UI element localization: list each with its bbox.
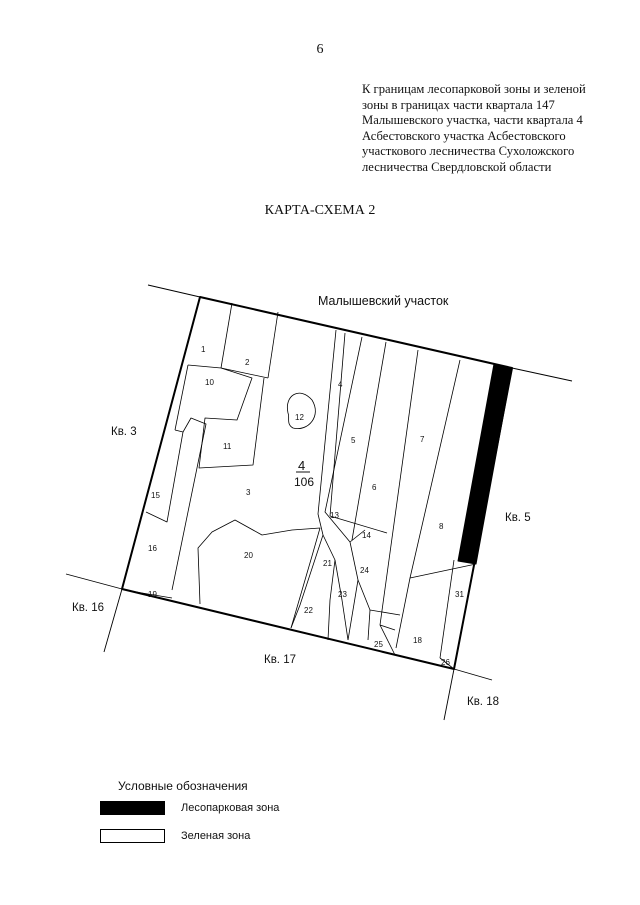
page-number: 6 — [316, 42, 324, 57]
boundary-line — [443, 668, 455, 721]
neighbor-label-kv5: Кв. 5 — [505, 512, 531, 524]
legend-swatch-forest-zone — [100, 801, 165, 815]
neighbor-label-kv16: Кв. 16 — [72, 602, 104, 614]
parcel-label: 7 — [420, 435, 425, 444]
parcel-label: 26 — [441, 658, 450, 667]
parcel-label: 24 — [360, 566, 369, 575]
district-label: Малышевский участок — [318, 294, 449, 308]
header-note-line: Малышевского участка, части квартала 4 — [362, 113, 583, 127]
header-note-line: Асбестовского участка Асбестовского — [362, 128, 566, 143]
boundary-line — [65, 573, 123, 590]
header-note: К границам лесопарковой зоны и зеленой з… — [362, 82, 630, 175]
header-note-line: участкового лесничества Сухоложского — [362, 144, 575, 158]
map-title: КАРТА-СХЕМА 2 — [264, 203, 376, 218]
parcel-label: 15 — [151, 491, 160, 500]
neighbor-label-kv17: Кв. 17 — [264, 654, 296, 666]
parcel-label: 31 — [455, 590, 464, 599]
legend-title: Условные обозначения — [118, 779, 248, 793]
boundary-line — [103, 588, 123, 653]
legend-label-forest-zone: Лесопарковая зона — [181, 802, 280, 814]
parcel-label: 5 — [351, 436, 356, 445]
forest-park-zone — [457, 363, 513, 565]
header-note-line: зоны в границах части квартала 147 — [362, 97, 555, 112]
parcel-label: 13 — [330, 511, 339, 520]
parcel-label: 21 — [323, 559, 332, 568]
parcel-label: 6 — [372, 483, 377, 492]
boundary-extension-lines — [65, 284, 573, 721]
boundary-line — [147, 284, 201, 298]
parcel-label: 12 — [295, 413, 304, 422]
header-note-line: лесничества Свердловской области — [362, 159, 552, 174]
parcel-label: 8 — [439, 522, 444, 531]
parcel-label: 11 — [223, 442, 232, 451]
parcel-label: 22 — [304, 606, 313, 615]
boundary-line — [511, 367, 573, 382]
parcel-label: 4 — [338, 380, 343, 389]
parcel-label: 25 — [374, 640, 383, 649]
neighbor-label-kv3: Кв. 3 — [111, 426, 137, 438]
quarter-area: 106 — [294, 475, 314, 489]
parcel-label: 19 — [148, 590, 157, 599]
parcel-label: 16 — [148, 544, 157, 553]
parcel-label: 3 — [246, 488, 251, 497]
parcel-label: 23 — [338, 590, 347, 599]
legend-label-green-zone: Зеленая зона — [181, 830, 251, 842]
parcel-label: 1 — [201, 345, 206, 354]
boundary-line — [453, 668, 493, 681]
parcel-label: 18 — [413, 636, 422, 645]
neighbor-label-kv18: Кв. 18 — [467, 696, 499, 708]
parcel-boundaries — [124, 302, 477, 670]
legend-swatch-green-zone — [100, 829, 165, 843]
parcel-label: 2 — [245, 358, 250, 367]
parcel-label: 14 — [362, 531, 371, 540]
header-note-line: К границам лесопарковой зоны и зеленой — [362, 82, 586, 96]
parcel-label: 20 — [244, 551, 253, 560]
quarter-boundary — [121, 296, 513, 670]
parcel-label: 10 — [205, 378, 214, 387]
quarter-number: 4 — [298, 458, 305, 473]
